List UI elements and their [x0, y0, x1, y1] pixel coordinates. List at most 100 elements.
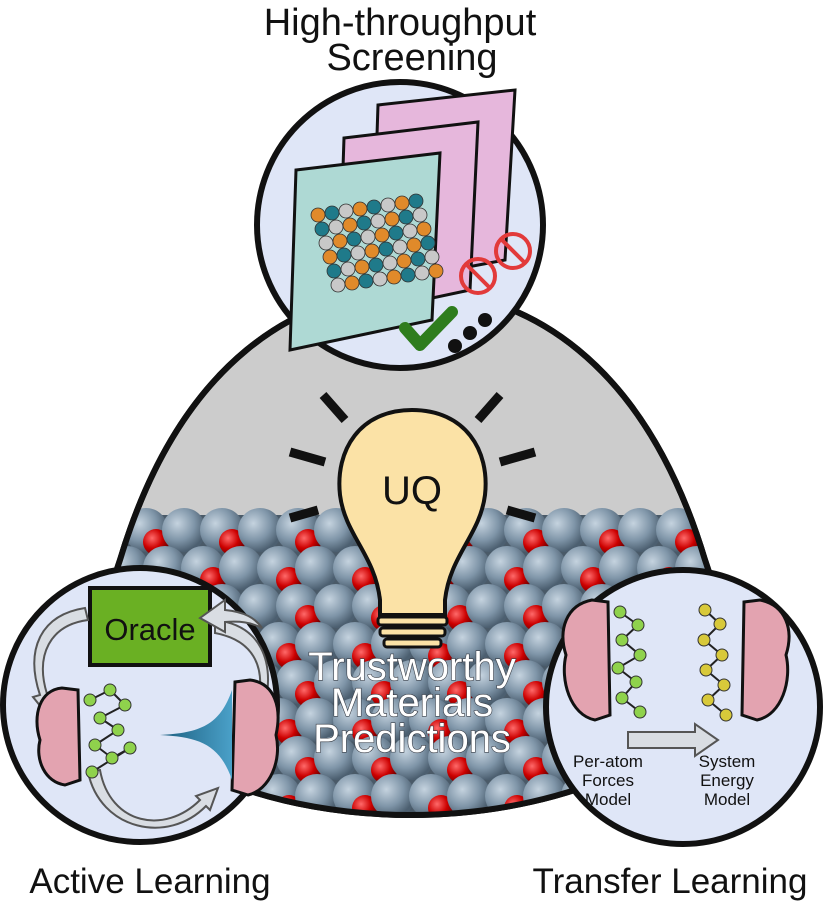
source-model-line-3: Model	[585, 790, 631, 809]
network-node	[717, 678, 731, 692]
oxide-atom	[390, 660, 434, 704]
structure-atom	[380, 197, 396, 213]
oxygen-atom	[219, 833, 245, 859]
structure-atom	[322, 249, 338, 265]
oxide-atom	[162, 508, 206, 552]
oxide-atom	[466, 736, 510, 780]
ellipsis-dots	[448, 313, 492, 353]
structure-atom	[318, 235, 334, 251]
oracle-label: Oracle	[104, 612, 195, 647]
oxide-atom	[371, 774, 415, 815]
oxygen-atom	[67, 833, 93, 859]
network-node	[613, 605, 627, 619]
oxide-atom	[447, 622, 491, 666]
network-node	[629, 675, 643, 689]
oxide-atom	[80, 508, 92, 552]
center-line-2: Materials	[331, 681, 493, 725]
structure-atom	[392, 239, 408, 255]
oxide-atom	[447, 774, 491, 815]
structure-atom	[374, 227, 390, 243]
network-node	[93, 711, 107, 725]
oxide-atom	[390, 736, 434, 780]
arrow-icon	[86, 768, 220, 829]
oxide-atom	[314, 660, 358, 704]
network-node	[698, 603, 712, 617]
center-line-1: Trustworthy	[308, 645, 515, 689]
oxide-atom	[732, 508, 745, 552]
oxygen-atom	[751, 529, 777, 555]
network-node	[631, 618, 645, 632]
target-model-line-2: Energy	[700, 771, 754, 790]
structure-atom	[340, 261, 356, 277]
structure-atom	[332, 233, 348, 249]
oxide-atom	[789, 546, 825, 590]
oxide-atom	[390, 812, 434, 815]
network-node	[719, 708, 733, 722]
structure-atom	[372, 271, 388, 287]
oxygen-atom	[371, 833, 397, 859]
network-node	[701, 693, 715, 707]
structure-atom	[400, 267, 416, 283]
oxygen-atom	[80, 529, 93, 555]
oxide-atom	[504, 812, 548, 815]
structure-atom	[382, 255, 398, 271]
oxide-atom	[219, 546, 263, 590]
network-node	[88, 738, 102, 752]
structure-atom	[396, 253, 412, 269]
structure-atom	[338, 203, 354, 219]
structure-atom	[424, 249, 440, 265]
oxygen-atom	[447, 833, 473, 859]
structure-atom	[420, 235, 436, 251]
oxide-atom	[466, 812, 510, 815]
structure-atom	[408, 193, 424, 209]
oxide-atom	[314, 584, 358, 628]
structure-atom	[330, 277, 346, 293]
oxide-atom	[770, 508, 814, 552]
oracle-box	[88, 586, 212, 667]
checkmark-icon	[399, 306, 458, 351]
structure-atom	[350, 245, 366, 261]
structure-atom	[324, 205, 340, 221]
brain-icon	[35, 686, 82, 787]
arrow-icon	[198, 598, 263, 634]
oxygen-atom	[295, 833, 321, 859]
oxide-atom	[314, 812, 358, 815]
source-model-line-1: Per-atom	[573, 752, 643, 771]
network-node	[699, 663, 713, 677]
oxide-atom	[238, 508, 282, 552]
structure-atom	[414, 265, 430, 281]
source-model-line-2: Forces	[582, 771, 634, 790]
oxide-atom	[523, 546, 567, 590]
bulb-label: UQ	[382, 469, 442, 513]
structure-atom	[360, 229, 376, 245]
oxide-atom	[295, 622, 339, 666]
structure-atom	[398, 209, 414, 225]
structure-atom	[314, 221, 330, 237]
structure-atom	[336, 247, 352, 263]
structure-atom	[368, 257, 384, 273]
screening-circle	[254, 79, 546, 371]
oxide-atom	[314, 736, 358, 780]
oxygen-atom	[599, 833, 625, 859]
oxygen-atom	[751, 833, 777, 859]
structure-atom	[394, 195, 410, 211]
network-node	[715, 648, 729, 662]
oxide-atom	[751, 546, 795, 590]
bottom-right-caption: Transfer Learning	[533, 862, 808, 901]
network-node	[713, 617, 727, 631]
oxide-atom	[352, 812, 396, 815]
active-learning-circle: Oracle	[0, 565, 280, 845]
structure-atom	[388, 225, 404, 241]
network-node	[83, 693, 97, 707]
network-node	[85, 765, 99, 779]
structure-atom	[326, 263, 342, 279]
light-rays	[288, 392, 537, 523]
oxide-atom	[238, 812, 282, 815]
structure-atom	[378, 241, 394, 257]
structure-atom	[352, 201, 368, 217]
network-node	[633, 705, 647, 719]
structure-atom	[356, 215, 372, 231]
network-node	[633, 648, 647, 662]
structure-atom	[386, 269, 402, 285]
